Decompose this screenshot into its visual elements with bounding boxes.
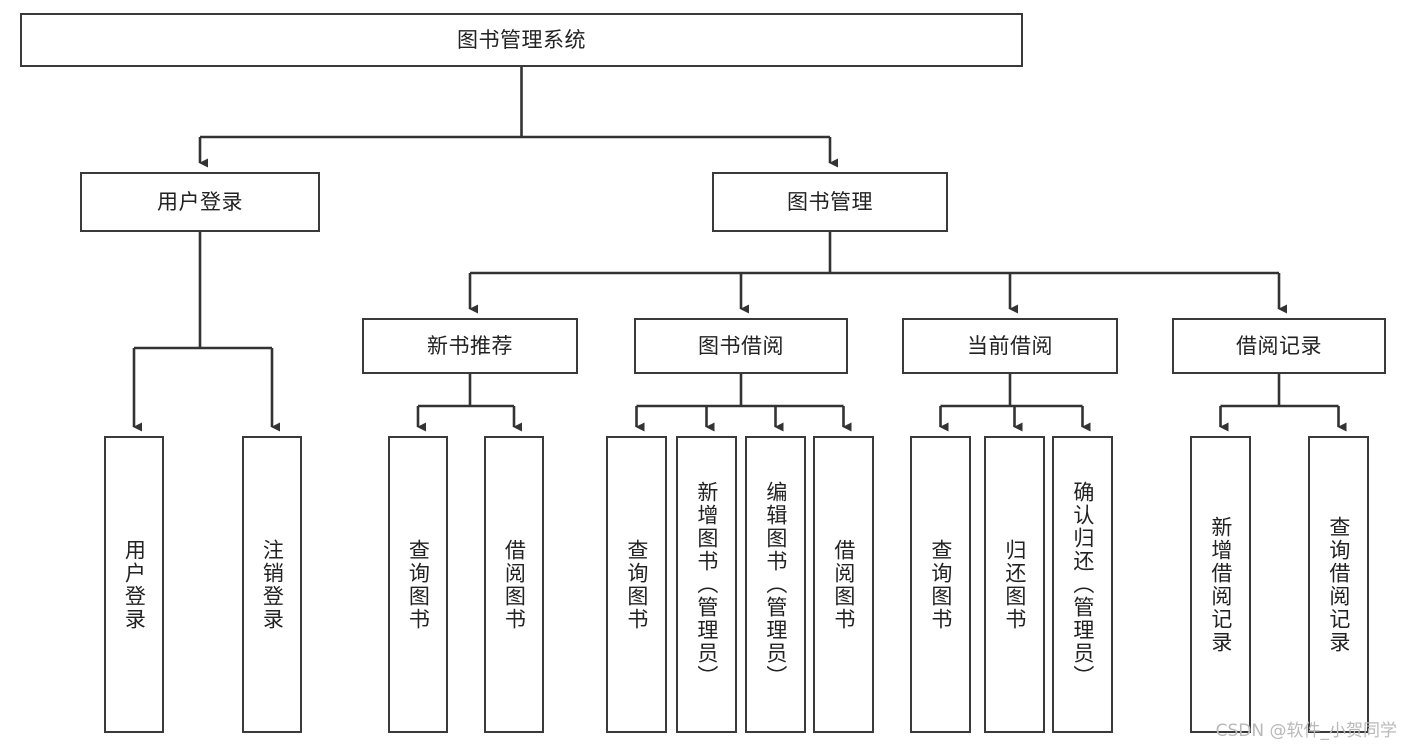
node-leaf-query-book-3[interactable]: 查询图书 [910,436,971,733]
node-leaf-borrow-book-1[interactable]: 借阅图书 [484,436,544,733]
node-leaf-query-book-1-label: 查询图书 [406,538,431,631]
node-user-login-label: 用户登录 [157,189,243,214]
node-current-borrow[interactable]: 当前借阅 [902,318,1118,374]
node-leaf-edit-book-label: 编辑图书（管理员） [763,481,788,688]
node-root[interactable]: 图书管理系统 [20,13,1023,67]
node-leaf-return-book[interactable]: 归还图书 [984,436,1045,733]
node-leaf-logout-label: 注销登录 [260,538,285,631]
node-leaf-borrow-book-2-label: 借阅图书 [831,538,856,631]
node-leaf-add-record[interactable]: 新增借阅记录 [1190,436,1251,733]
node-borrow-record[interactable]: 借阅记录 [1172,318,1386,374]
node-leaf-return-book-label: 归还图书 [1002,538,1027,631]
node-leaf-query-book-2-label: 查询图书 [624,538,649,631]
node-leaf-confirm-return[interactable]: 确认归还（管理员） [1052,436,1113,733]
node-leaf-query-book-1[interactable]: 查询图书 [388,436,448,733]
node-current-borrow-label: 当前借阅 [967,333,1053,358]
node-borrow-record-label: 借阅记录 [1236,333,1322,358]
node-leaf-confirm-return-label: 确认归还（管理员） [1070,481,1095,688]
node-leaf-query-record-label: 查询借阅记录 [1326,515,1351,654]
node-leaf-borrow-book-2[interactable]: 借阅图书 [813,436,874,733]
node-leaf-logout[interactable]: 注销登录 [242,436,302,733]
node-leaf-query-book-2[interactable]: 查询图书 [606,436,667,733]
node-leaf-borrow-book-1-label: 借阅图书 [502,538,527,631]
node-new-book-rec[interactable]: 新书推荐 [362,318,578,374]
node-leaf-add-record-label: 新增借阅记录 [1208,515,1233,654]
node-leaf-user-login[interactable]: 用户登录 [104,436,164,733]
node-root-label: 图书管理系统 [457,27,586,52]
node-new-book-rec-label: 新书推荐 [427,333,513,358]
node-leaf-query-record[interactable]: 查询借阅记录 [1308,436,1369,733]
node-book-borrow-label: 图书借阅 [698,333,784,358]
node-user-login[interactable]: 用户登录 [80,172,320,232]
node-leaf-query-book-3-label: 查询图书 [928,538,953,631]
node-leaf-add-book[interactable]: 新增图书（管理员） [676,436,737,733]
node-leaf-edit-book[interactable]: 编辑图书（管理员） [745,436,806,733]
node-leaf-add-book-label: 新增图书（管理员） [694,481,719,688]
node-book-manage[interactable]: 图书管理 [712,172,948,232]
node-book-borrow[interactable]: 图书借阅 [634,318,848,374]
node-leaf-user-login-label: 用户登录 [122,538,147,631]
node-book-manage-label: 图书管理 [787,189,873,214]
